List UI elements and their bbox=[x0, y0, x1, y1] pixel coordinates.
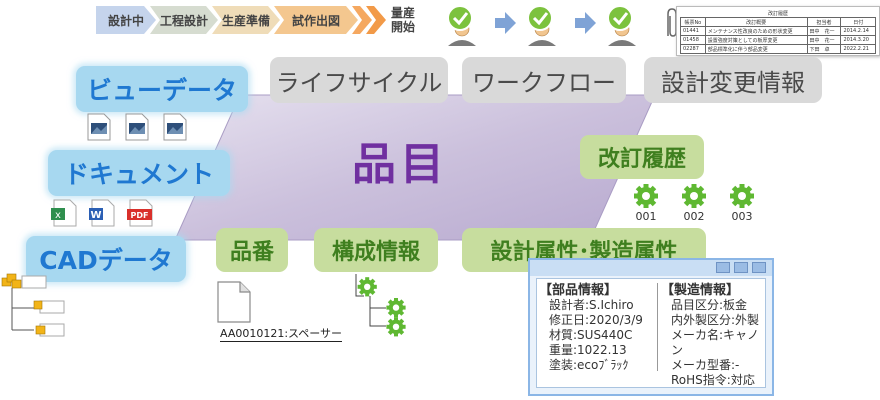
gear-label-002: 002 bbox=[683, 210, 705, 223]
stage-label: 工程設計 bbox=[159, 13, 208, 28]
gear-icon bbox=[386, 317, 406, 337]
part-info-window: 【部品情報】 設計者:S.Ichiro 修正日:2020/3/9 材質:SUS4… bbox=[528, 258, 774, 396]
revision-history-label: 改訂履歴 bbox=[580, 135, 704, 179]
image-file-icon bbox=[125, 113, 149, 141]
structure-label: 構成情報 bbox=[314, 228, 438, 272]
mfg-info-title: 【製造情報】 bbox=[661, 283, 740, 298]
file-icon bbox=[217, 281, 251, 323]
stage-chevron-design: 設計中 bbox=[96, 6, 156, 34]
svg-text:x: x bbox=[55, 210, 61, 221]
part-number-label: 品番 bbox=[216, 228, 288, 272]
gear-label-003: 003 bbox=[731, 210, 753, 223]
documents-label: ドキュメント bbox=[48, 150, 230, 196]
part-info-line: 塗装:ecoﾌﾞﾗｯｸ bbox=[549, 358, 629, 372]
gear-icon bbox=[682, 184, 706, 208]
svg-text:W: W bbox=[90, 210, 101, 221]
gear-icon bbox=[730, 184, 754, 208]
word-file-icon: W bbox=[89, 199, 115, 227]
workflow-label: ワークフロー bbox=[462, 57, 626, 103]
stage-label: 生産準備 bbox=[221, 13, 270, 28]
mfg-info-line: 内外製区分:外製 bbox=[671, 313, 760, 327]
mfg-info-column: 【製造情報】 品目区分:板金 内外製区分:外製 メーカ名:キャノン メーカ型番:… bbox=[661, 283, 769, 388]
gear-icon bbox=[357, 277, 377, 297]
gear-label-001: 001 bbox=[635, 210, 657, 223]
revision-table-title: 改訂履歴 bbox=[767, 11, 788, 17]
mfg-info-line: メーカ型番:- bbox=[671, 358, 740, 372]
mfg-info-line: メーカ名:キャノン bbox=[671, 328, 760, 357]
stage-chevron-prep: 生産準備 bbox=[212, 6, 280, 34]
view-image-icons bbox=[87, 113, 187, 141]
lifecycle-label: ライフサイクル bbox=[270, 57, 448, 103]
image-file-icon bbox=[163, 113, 187, 141]
revision-table-sheet: 改訂履歴 帳票No 改訂概要 担当者 日付 01441 メンテナンス性改良のため… bbox=[676, 6, 880, 56]
file-name: AA0010121:スペーサー bbox=[220, 327, 343, 342]
svg-text:PDF: PDF bbox=[131, 211, 149, 220]
item-center-title: 品目 bbox=[352, 139, 448, 190]
gear-icon bbox=[634, 184, 658, 208]
revision-gears bbox=[634, 184, 754, 208]
stage-label: 試作出図 bbox=[291, 13, 340, 28]
structure-gear-tree bbox=[355, 274, 406, 337]
column-divider bbox=[657, 283, 658, 371]
view-data-label: ビューデータ bbox=[76, 66, 248, 112]
cad-tree-icon bbox=[1, 273, 65, 337]
excel-file-icon: x bbox=[51, 199, 77, 227]
part-info-title: 【部品情報】 bbox=[539, 283, 618, 298]
minimize-button[interactable] bbox=[716, 262, 730, 273]
gear-icon bbox=[386, 298, 406, 318]
mfg-info-line: 品目区分:板金 bbox=[671, 298, 748, 312]
revision-cell: 2022.2.21 bbox=[840, 44, 876, 54]
part-info-column: 【部品情報】 設計者:S.Ichiro 修正日:2020/3/9 材質:SUS4… bbox=[539, 283, 651, 373]
window-title-bar bbox=[530, 260, 772, 276]
revision-table: 帳票No 改訂概要 担当者 日付 01441 メンテナンス性改良のための形状変更… bbox=[680, 17, 876, 54]
pdf-file-icon: PDF bbox=[127, 199, 153, 227]
document-icons: x W PDF bbox=[51, 199, 153, 227]
arrow-right-icon bbox=[495, 12, 516, 34]
part-info-line: 設計者:S.Ichiro bbox=[549, 298, 634, 312]
maximize-button[interactable] bbox=[734, 262, 748, 273]
arrow-right-icon bbox=[575, 12, 596, 34]
stage-label: 設計中 bbox=[107, 13, 144, 28]
image-file-icon bbox=[87, 113, 111, 141]
table-row: 01441 メンテナンス性改良のための形状変更 田中 花一 2014.2.14 bbox=[680, 26, 876, 36]
revision-cell: 下田 卓 bbox=[806, 44, 842, 54]
stage-chevron-process: 工程設計 bbox=[150, 6, 218, 34]
approval-workflow bbox=[446, 4, 638, 48]
window-body: 【部品情報】 設計者:S.Ichiro 修正日:2020/3/9 材質:SUS4… bbox=[536, 278, 766, 388]
cad-data-label: CADデータ bbox=[26, 236, 186, 282]
stage-chevron-trial: 試作出図 bbox=[274, 6, 358, 34]
stage-mass-production: 量産 開始 bbox=[390, 6, 415, 34]
table-row: 02287 部品標準化に伴う部品変更 下田 卓 2022.2.21 bbox=[680, 44, 876, 54]
part-info-line: 重量:1022.13 bbox=[549, 343, 627, 357]
mfg-info-line: RoHS指令:対応 bbox=[671, 373, 755, 387]
design-change-label: 設計変更情報 bbox=[644, 57, 822, 103]
part-info-line: 材質:SUS440C bbox=[549, 328, 633, 342]
part-info-line: 修正日:2020/3/9 bbox=[549, 313, 643, 327]
close-button[interactable] bbox=[752, 262, 766, 273]
